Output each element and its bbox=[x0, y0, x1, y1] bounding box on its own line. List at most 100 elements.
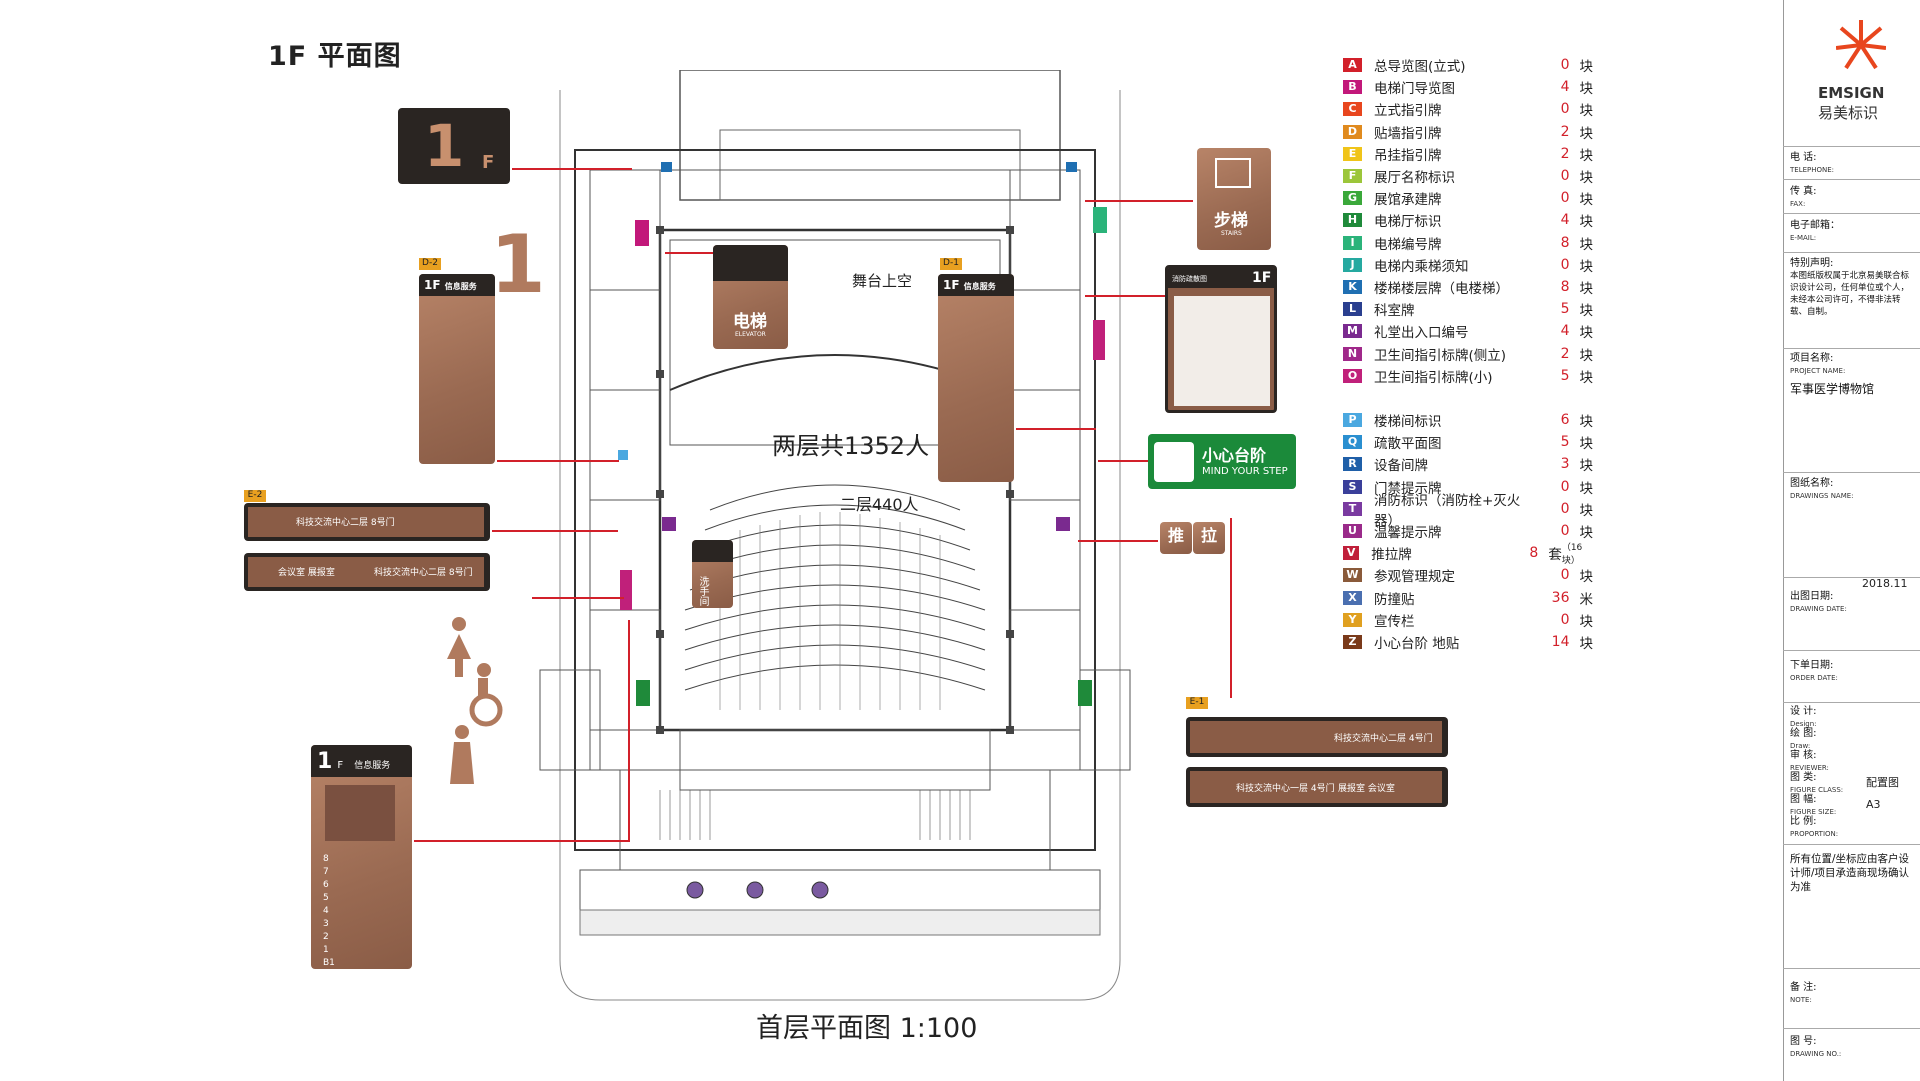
legend-key: O bbox=[1343, 368, 1362, 383]
directory-floor-item: B1 bbox=[323, 958, 335, 968]
legend-name: 总导览图(立式) bbox=[1373, 59, 1466, 75]
emsign-logo-icon bbox=[1836, 20, 1886, 70]
legend-unit: 块 bbox=[1579, 436, 1594, 453]
legend-unit: 块 bbox=[1579, 147, 1594, 164]
leader-line bbox=[497, 460, 619, 462]
legend-key: E bbox=[1343, 146, 1362, 161]
tag-e1: E-1 bbox=[1186, 697, 1208, 709]
legend-unit: 块 bbox=[1579, 281, 1594, 297]
legend-count: 4 bbox=[1560, 79, 1570, 96]
tag-d2: D-2 bbox=[419, 258, 441, 270]
hanging-sign-d: 科技交流中心一层 4号门 展报室 会议室 bbox=[1186, 767, 1448, 807]
directory-floor-item: 7 bbox=[323, 867, 329, 877]
legend-name: 展厅名称标识 bbox=[1373, 170, 1455, 186]
legend-unit: 套 bbox=[1548, 547, 1562, 564]
legend-unit: 块 bbox=[1579, 525, 1594, 541]
legend-key: N bbox=[1343, 346, 1362, 361]
legend-name: 推拉牌 bbox=[1371, 547, 1412, 564]
legend-name: 宣传栏 bbox=[1373, 613, 1415, 630]
leader-line bbox=[1230, 518, 1232, 698]
legend-count: 0 bbox=[1560, 168, 1570, 184]
directory-floor-item: 3 bbox=[323, 919, 329, 929]
directory-sign-d2: 1F 信息服务 bbox=[419, 274, 495, 464]
hanging-sign-c: 科技交流中心二层 4号门 bbox=[1186, 717, 1448, 757]
restroom-icons bbox=[447, 617, 503, 784]
legend-count: 5 bbox=[1560, 301, 1570, 318]
legend-count: 0 bbox=[1560, 190, 1570, 207]
legend-name: 温馨提示牌 bbox=[1373, 525, 1442, 541]
brand-name-cn: 易美标识 bbox=[1818, 104, 1879, 122]
legend-name: 电梯门导览图 bbox=[1373, 81, 1455, 98]
legend-key: I bbox=[1343, 235, 1362, 250]
legend-unit: 块 bbox=[1579, 103, 1594, 120]
legend-key: X bbox=[1343, 590, 1362, 605]
legend-count: 0 bbox=[1560, 500, 1570, 517]
legend-key: W bbox=[1343, 568, 1362, 583]
legend-note: （16块） bbox=[1561, 543, 1583, 567]
floor-plan bbox=[539, 70, 1131, 1001]
legend-name: 展馆承建牌 bbox=[1373, 192, 1442, 209]
legend-name: 立式指引牌 bbox=[1373, 103, 1442, 120]
legend-name: 门禁提示牌 bbox=[1373, 480, 1442, 497]
brand-name: EMSIGN bbox=[1818, 84, 1885, 102]
stairs-sign: 步梯 STAIRS bbox=[1197, 148, 1271, 250]
legend-unit: 块 bbox=[1579, 369, 1594, 386]
legend-key: Y bbox=[1343, 612, 1362, 627]
tb-class: 图 类:FIGURE CLASS: bbox=[1790, 772, 1844, 794]
leader-line bbox=[1085, 295, 1165, 297]
legend-count: 8 bbox=[1560, 234, 1570, 251]
legend-key: R bbox=[1343, 457, 1362, 472]
legend-name: 疏散平面图 bbox=[1373, 436, 1442, 453]
legend-unit: 块 bbox=[1579, 325, 1594, 342]
legend-name: 楼梯楼层牌（电楼梯） bbox=[1373, 281, 1509, 297]
plan-caption: 首层平面图 1:100 bbox=[756, 1013, 978, 1044]
legend-unit: 块 bbox=[1579, 613, 1594, 630]
legend-count: 8 bbox=[1529, 545, 1539, 562]
legend-unit: 块 bbox=[1579, 458, 1594, 475]
leader-line bbox=[492, 530, 618, 532]
legend-count: 0 bbox=[1560, 256, 1570, 273]
tb-date: 出图日期:DRAWING DATE: bbox=[1790, 591, 1847, 613]
elevator-sign: 电梯 ELEVATOR bbox=[713, 245, 788, 349]
legend-name: 防撞贴 bbox=[1373, 591, 1415, 608]
legend-count: 4 bbox=[1560, 212, 1570, 229]
legend-count: 4 bbox=[1560, 323, 1570, 340]
legend-count: 0 bbox=[1560, 478, 1570, 495]
legend-unit: 块 bbox=[1579, 636, 1594, 652]
tb-order: 下单日期:ORDER DATE: bbox=[1790, 660, 1838, 682]
directory-floor-item: 8 bbox=[323, 854, 329, 864]
legend-key: V bbox=[1343, 546, 1360, 561]
tb-date-value: 2018.11 bbox=[1862, 577, 1908, 590]
push-sign: 推 bbox=[1160, 522, 1192, 554]
legend-key: S bbox=[1343, 479, 1362, 494]
seats-upper-label: 二层440人 bbox=[840, 495, 919, 514]
legend-name: 电梯内乘梯须知 bbox=[1373, 258, 1469, 275]
legend-key: F bbox=[1343, 169, 1362, 183]
tb-remark: 备 注:NOTE: bbox=[1790, 982, 1817, 1004]
tb-size-value: A3 bbox=[1866, 798, 1881, 811]
tb-drawing-name: 图纸名称:DRAWINGS NAME: bbox=[1790, 478, 1854, 500]
legend-count: 0 bbox=[1560, 523, 1570, 539]
leader-line bbox=[414, 840, 630, 842]
legend-name: 电梯厅标识 bbox=[1373, 214, 1442, 231]
tb-design: 设 计:Design: bbox=[1790, 706, 1817, 728]
legend-name: 卫生间指引标牌(小) bbox=[1373, 369, 1493, 386]
plan-marker-h bbox=[1078, 680, 1092, 706]
legend-unit: 块 bbox=[1579, 258, 1594, 275]
leader-line bbox=[512, 168, 632, 170]
plan-marker-o bbox=[620, 570, 632, 610]
evacuation-map-sign: 消防疏散图 1F bbox=[1165, 265, 1277, 413]
tb-drawing-no: 图 号:DRAWING NO.: bbox=[1790, 1036, 1842, 1058]
washroom-sign: 洗手间 bbox=[692, 540, 733, 608]
leader-line bbox=[628, 620, 630, 840]
